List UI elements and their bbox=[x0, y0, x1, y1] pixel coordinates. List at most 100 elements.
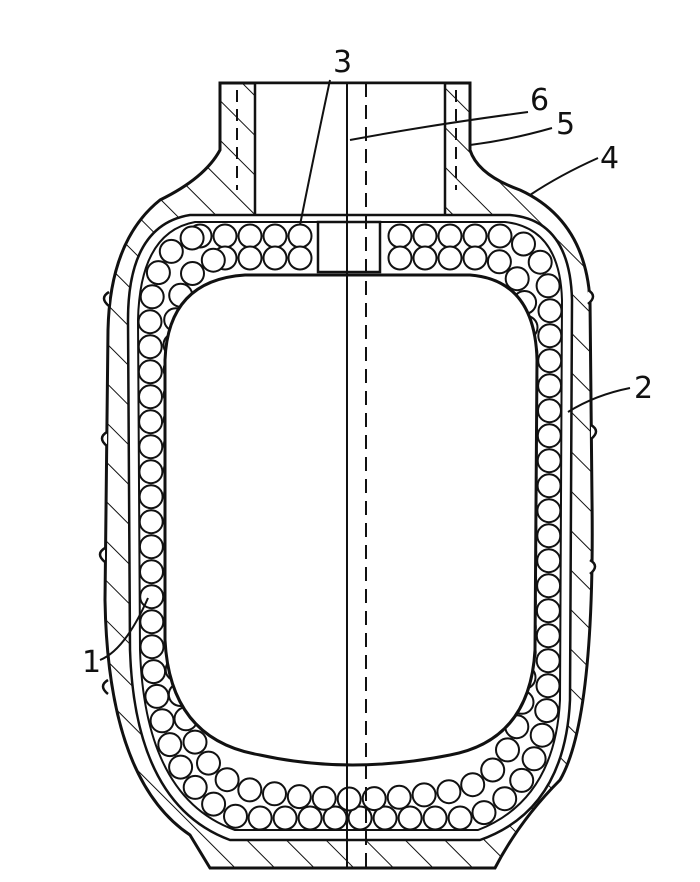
filler-ball bbox=[527, 249, 553, 275]
filler-ball bbox=[139, 609, 165, 635]
filler-ball bbox=[141, 659, 167, 685]
surface-bumps bbox=[98, 288, 598, 695]
filler-ball bbox=[397, 805, 423, 831]
filler-ball bbox=[262, 223, 288, 249]
filler-ball bbox=[387, 245, 413, 271]
filler-ball bbox=[157, 732, 183, 758]
filler-ball bbox=[412, 223, 438, 249]
filler-ball bbox=[536, 498, 562, 524]
filler-ball bbox=[262, 781, 287, 807]
filler-ball bbox=[436, 779, 462, 805]
filler-ball bbox=[535, 673, 561, 699]
filler-ball bbox=[336, 786, 362, 812]
filler-ball bbox=[287, 245, 313, 271]
label-1: 1 bbox=[82, 645, 101, 680]
filler-ball bbox=[536, 523, 562, 549]
filler-ball bbox=[137, 334, 163, 360]
filler-ball bbox=[537, 398, 562, 424]
filler-ball bbox=[529, 722, 555, 748]
filler-ball bbox=[201, 791, 227, 817]
filler-ball bbox=[237, 223, 263, 249]
label-3: 3 bbox=[333, 45, 352, 80]
filler-ball bbox=[145, 260, 171, 286]
filler-ball bbox=[534, 698, 560, 724]
filler-ball bbox=[537, 348, 563, 374]
valve-plug-3 bbox=[316, 220, 382, 274]
filler-ball bbox=[287, 223, 313, 249]
filler-ball bbox=[509, 767, 535, 793]
filler-ball bbox=[158, 238, 184, 264]
filler-ball bbox=[536, 448, 562, 474]
filler-ball bbox=[137, 359, 163, 385]
filler-ball bbox=[372, 805, 398, 831]
filler-ball bbox=[511, 231, 536, 257]
filler-ball bbox=[462, 223, 488, 249]
filler-ball bbox=[411, 782, 437, 808]
filler-ball bbox=[212, 223, 238, 249]
filler-ball bbox=[387, 223, 413, 249]
filler-ball bbox=[437, 223, 463, 249]
filler-ball bbox=[138, 459, 164, 485]
filler-ball bbox=[386, 784, 412, 810]
filler-ball bbox=[179, 225, 205, 251]
filler-ball bbox=[138, 509, 164, 535]
filler-ball bbox=[471, 800, 497, 826]
filler-ball bbox=[138, 484, 164, 510]
filler-ball bbox=[492, 786, 518, 812]
filler-ball bbox=[168, 754, 194, 780]
ball-layer-boundary bbox=[136, 221, 564, 831]
filler-ball bbox=[535, 623, 561, 649]
filler-ball bbox=[521, 746, 547, 772]
filler-ball bbox=[180, 261, 205, 286]
leader-lines bbox=[99, 79, 631, 661]
filler-ball bbox=[495, 737, 520, 763]
filler-ball bbox=[537, 373, 563, 399]
filler-ball bbox=[504, 266, 530, 292]
filler-ball bbox=[447, 805, 473, 831]
filler-ball bbox=[286, 784, 312, 810]
label-6: 6 bbox=[530, 83, 549, 118]
filler-ball bbox=[182, 774, 208, 800]
filler-ball bbox=[149, 708, 175, 734]
filler-ball bbox=[297, 805, 323, 831]
filler-ball bbox=[139, 634, 165, 660]
filler-ball bbox=[138, 534, 164, 560]
filler-ball bbox=[480, 757, 506, 783]
filler-ball bbox=[311, 785, 337, 811]
filler-ball bbox=[138, 434, 164, 460]
filler-ball bbox=[223, 803, 248, 829]
neck-bore bbox=[253, 81, 447, 225]
filler-ball bbox=[144, 683, 170, 709]
filler-ball bbox=[139, 284, 165, 310]
label-4: 4 bbox=[600, 141, 619, 176]
filler-ball bbox=[138, 384, 163, 410]
filler-ball bbox=[237, 245, 263, 271]
filler-ball bbox=[536, 423, 562, 449]
filler-ball bbox=[462, 245, 488, 271]
filler-ball bbox=[247, 805, 273, 831]
label-5: 5 bbox=[556, 107, 575, 142]
filler-ball bbox=[139, 559, 164, 585]
filler-ball bbox=[237, 777, 263, 803]
filler-ball bbox=[196, 750, 221, 776]
filler-ball bbox=[487, 223, 513, 249]
filler-ball bbox=[200, 247, 226, 273]
filler-ball bbox=[262, 245, 288, 271]
filler-ball bbox=[536, 473, 562, 499]
filler-ball bbox=[214, 767, 240, 793]
filler-ball bbox=[139, 584, 165, 610]
filler-ball bbox=[361, 786, 387, 812]
filler-ball bbox=[137, 309, 163, 335]
filler-ball bbox=[138, 409, 164, 435]
filler-ball bbox=[535, 598, 561, 624]
inner-cavity bbox=[163, 273, 539, 767]
filler-ball bbox=[422, 805, 448, 831]
filler-ball bbox=[535, 273, 561, 299]
filler-ball bbox=[412, 245, 438, 271]
filler-ball bbox=[536, 573, 562, 599]
filler-ball bbox=[535, 648, 561, 674]
filler-ball bbox=[460, 772, 486, 798]
label-2: 2 bbox=[634, 371, 653, 406]
